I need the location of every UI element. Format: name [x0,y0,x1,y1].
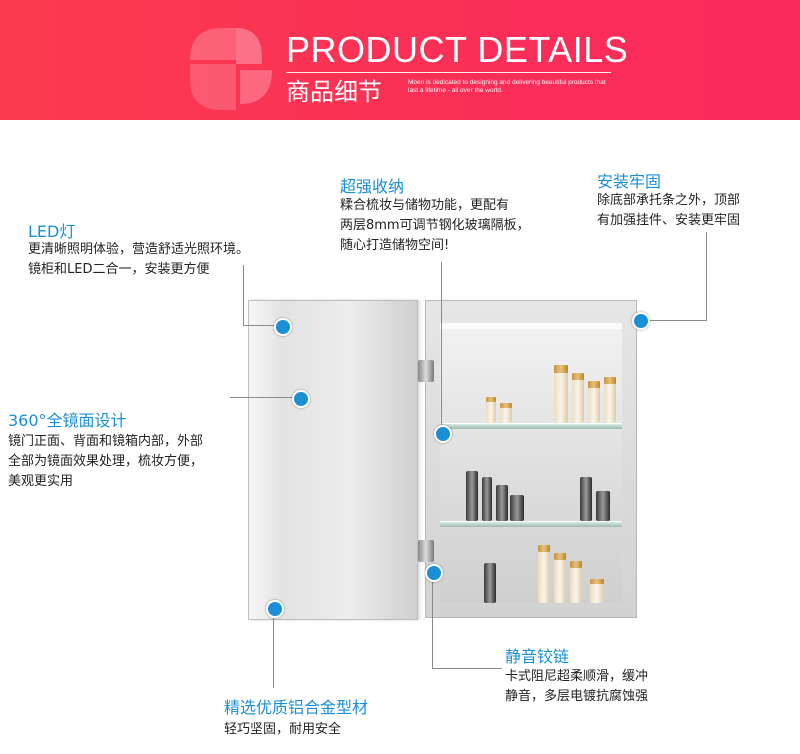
hotspot-aluminum[interactable] [266,600,284,618]
connector-hinge [432,573,433,668]
storage-desc-line-1: 糅合梳妆与储物功能，更配有 [340,198,510,213]
hotspot-mirror[interactable] [292,390,310,408]
banner-subtitle: 商品细节 [286,78,382,106]
cabinet-body [425,300,637,618]
mirror-desc-line-2: 全部为镜面效果处理，梳妆方便， [8,454,204,469]
banner-tagline: Moen is dedicated to designing and deliv… [408,79,606,94]
led-strip [440,323,622,329]
connector-led [243,265,244,325]
mirror-door [248,300,418,620]
hotspot-hinge[interactable] [425,564,443,582]
connector-mirror [230,397,300,398]
storage-title: 超强收纳 [340,177,405,196]
hinge-bottom [418,540,434,562]
aluminum-title: 精选优质铝合金型材 [224,698,369,717]
glass-shelf-lower [440,521,622,527]
led-title: LED灯 [28,222,76,241]
connector-install [706,232,707,320]
storage-desc-line-2: 两层8mm可调节钢化玻璃隔板， [340,218,530,233]
aluminum-desc-line-1: 轻巧坚固，耐用安全 [224,722,342,737]
petal-logo-icon [190,28,272,110]
hinge-title: 静音铰链 [505,647,570,666]
led-desc-line-1: 更清晰照明体验，营造舒适光照环境。 [28,242,250,257]
hotspot-led[interactable] [274,318,292,336]
hotspot-install[interactable] [632,312,650,330]
hinge-desc-line-1: 卡式阻尼超柔顺滑，缓冲 [505,669,649,684]
storage-desc-line-3: 随心打造储物空间! [340,238,450,253]
connector-hinge-h [432,668,502,669]
connector-aluminum [273,608,274,688]
hinge-top [418,360,434,382]
install-desc-line-2: 有加强挂件、安装更牢固 [597,213,741,228]
glass-shelf-upper [440,423,622,429]
header-banner: PRODUCT DETAILS 商品细节 Moen is dedicated t… [0,0,800,120]
install-title: 安装牢固 [597,172,662,191]
banner-title: PRODUCT DETAILS [286,29,629,70]
led-desc-line-2: 镜柜和LED二合一，安装更方便 [28,262,210,277]
banner-divider [286,72,611,73]
hotspot-storage[interactable] [434,425,452,443]
hinge-desc-line-2: 静音，多层电镀抗腐蚀强 [505,689,649,704]
mirror-desc-line-1: 镜门正面、背面和镜箱内部，外部 [8,434,204,449]
connector-install-h [640,320,707,321]
connector-storage [441,262,442,432]
cabinet-interior [440,323,622,603]
mirror-desc-line-3: 美观更实用 [8,474,74,489]
install-desc-line-1: 除底部承托条之外，顶部 [597,193,741,208]
connector-led-h [243,325,283,326]
mirror-title: 360°全镜面设计 [8,411,127,430]
